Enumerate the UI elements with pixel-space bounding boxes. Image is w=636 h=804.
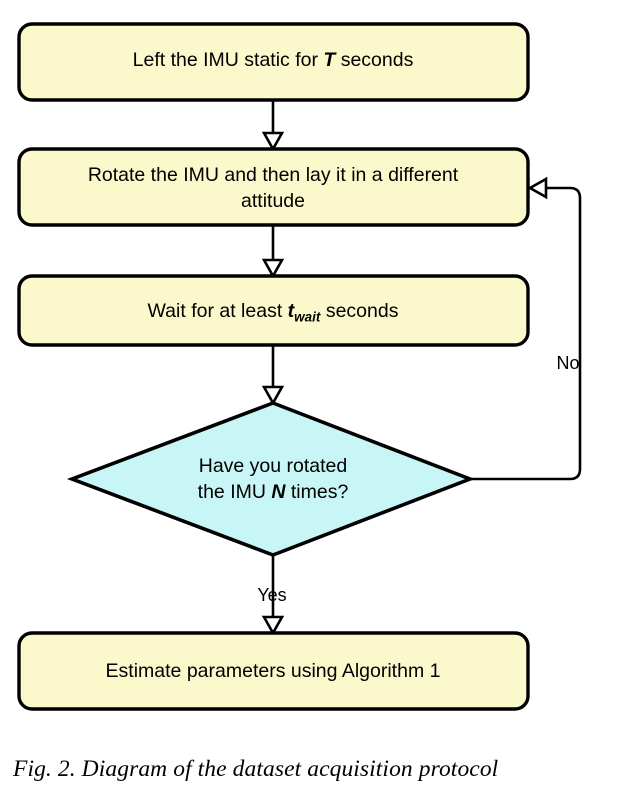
step-static-var-T: T — [323, 49, 337, 71]
step-wait-shape — [17, 274, 530, 347]
step-static-label: Left the IMU static for T seconds — [133, 49, 414, 71]
step-static-text-post: seconds — [335, 49, 413, 71]
step-rotate-label-line2: attitude — [241, 190, 305, 212]
node-decision-rotated[interactable]: Have you rotated the IMU N times? — [66, 401, 476, 557]
figure-caption: Fig. 2. Diagram of the dataset acquisiti… — [13, 756, 499, 782]
step-static-shape — [17, 22, 530, 102]
step-static-text-pre: Left the IMU static for — [133, 49, 324, 71]
step-wait-label: Wait for at least twait seconds — [148, 300, 399, 325]
step-wait-text-pre: Wait for at least — [148, 300, 288, 322]
node-step-rotate[interactable]: Rotate the IMU and then lay it in a diff… — [17, 147, 530, 227]
step-rotate-shape — [17, 147, 530, 227]
decision-rotated-var-N: N — [271, 481, 286, 503]
step-estimate-shape — [17, 631, 530, 711]
edge-label-yes: Yes — [257, 585, 286, 605]
decision-rotated-text-pre: the IMU — [198, 481, 272, 503]
decision-rotated-label-line2: the IMU N times? — [198, 481, 349, 503]
step-estimate-label: Estimate parameters using Algorithm 1 — [106, 660, 441, 682]
edge-decision-no-loop — [470, 176, 582, 481]
edge-label-no: No — [556, 353, 579, 373]
decision-rotated-text-post: times? — [285, 481, 348, 503]
decision-rotated-label-line1: Have you rotated — [199, 455, 348, 477]
node-step-wait[interactable]: Wait for at least twait seconds — [17, 274, 530, 347]
edge-static-to-rotate — [261, 100, 285, 152]
step-wait-text-post: seconds — [320, 300, 398, 322]
edge-rotate-to-wait — [261, 225, 285, 279]
node-step-estimate[interactable]: Estimate parameters using Algorithm 1 — [17, 631, 530, 711]
edge-wait-to-decision — [261, 345, 285, 406]
step-wait-subscript-wait: wait — [294, 310, 321, 325]
edge-decision-yes — [261, 555, 285, 636]
decision-rotated-shape — [66, 401, 476, 557]
step-wait-var-t: t — [288, 300, 296, 322]
step-rotate-label-line1: Rotate the IMU and then lay it in a diff… — [88, 164, 459, 186]
node-step-static[interactable]: Left the IMU static for T seconds — [17, 22, 530, 102]
